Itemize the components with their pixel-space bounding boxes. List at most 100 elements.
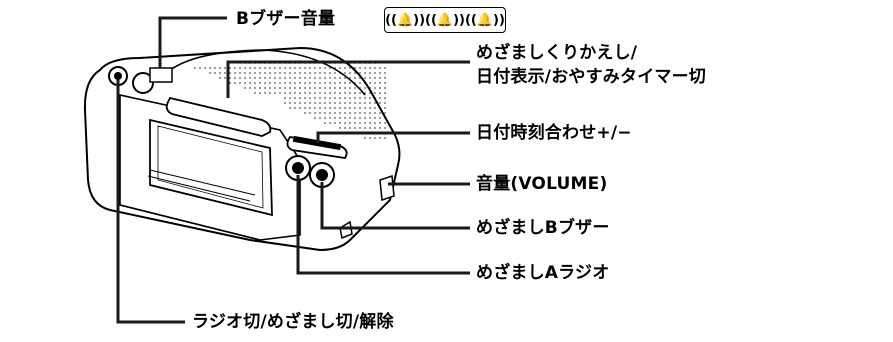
- grille-dot: [294, 72, 296, 74]
- snooze-bar[interactable]: [165, 96, 272, 137]
- grille-dot: [359, 72, 361, 74]
- grille-dot: [309, 107, 311, 109]
- grille-dot: [279, 67, 281, 69]
- grille-dot: [374, 137, 376, 139]
- grille-dot: [274, 67, 276, 69]
- grille-dot: [374, 117, 376, 119]
- device-front-panel: [119, 94, 301, 241]
- grille-dot: [384, 92, 386, 94]
- leader-lines: [116, 16, 470, 324]
- grille-dot: [289, 107, 291, 109]
- leader-alarm-a: [296, 175, 470, 275]
- grille-dot: [369, 82, 371, 84]
- grille-dot: [374, 127, 376, 129]
- grille-dot: [339, 112, 341, 114]
- grille-dot: [309, 82, 311, 84]
- grille-dot: [334, 122, 336, 124]
- grille-dot: [334, 97, 336, 99]
- grille-dot: [234, 67, 236, 69]
- grille-dot: [349, 127, 351, 129]
- grille-dot: [299, 82, 301, 84]
- label-b-buzzer-volume: Bブザー音量: [236, 9, 336, 29]
- grille-dot: [374, 67, 376, 69]
- grille-dot: [364, 87, 366, 89]
- grille-dot: [339, 82, 341, 84]
- leader-b-buzzer-volume: [158, 16, 227, 68]
- grille-dot: [359, 107, 361, 109]
- grille-dot: [274, 87, 276, 89]
- b-buzzer-volume-switch[interactable]: [149, 67, 173, 83]
- grille-dot: [339, 92, 341, 94]
- grille-dot: [319, 117, 321, 119]
- grille-dot: [274, 72, 276, 74]
- grille-dot: [324, 102, 326, 104]
- grille-dot: [259, 92, 261, 94]
- grille-dot: [379, 67, 381, 69]
- grille-dot: [254, 82, 256, 84]
- grille-dot: [344, 72, 346, 74]
- grille-dot: [329, 117, 331, 119]
- display-window: [149, 118, 273, 217]
- grille-dot: [379, 97, 381, 99]
- grille-dot: [319, 77, 321, 79]
- grille-dot: [339, 122, 341, 124]
- grille-dot: [349, 122, 351, 124]
- grille-dot: [359, 82, 361, 84]
- grille-dot: [319, 97, 321, 99]
- grille-dot: [384, 97, 386, 99]
- grille-dot: [244, 77, 246, 79]
- grille-dot: [379, 92, 381, 94]
- grille-dot: [249, 72, 251, 74]
- grille-dot: [364, 72, 366, 74]
- grille-dot: [349, 117, 351, 119]
- grille-dot: [284, 67, 286, 69]
- grille-dot: [244, 87, 246, 89]
- grille-dot: [334, 82, 336, 84]
- grille-dot: [329, 82, 331, 84]
- grille-dot: [359, 67, 361, 69]
- grille-dot: [324, 117, 326, 119]
- grille-dot: [369, 97, 371, 99]
- grille-dot: [314, 82, 316, 84]
- grille-dot: [299, 77, 301, 79]
- grille-dot: [344, 92, 346, 94]
- b-buzzer-volume-knob[interactable]: [132, 72, 154, 94]
- device-body: [83, 46, 401, 252]
- grille-dot: [239, 82, 241, 84]
- grille-dot: [384, 82, 386, 84]
- grille-dot: [214, 67, 216, 69]
- grille-dot: [364, 137, 366, 139]
- grille-dot: [324, 122, 326, 124]
- grille-dot: [319, 87, 321, 89]
- grille-dot: [319, 102, 321, 104]
- grille-dot: [234, 82, 236, 84]
- grille-dot: [369, 127, 371, 129]
- grille-dot: [259, 82, 261, 84]
- grille-dot: [289, 97, 291, 99]
- grille-dot: [319, 82, 321, 84]
- grille-dot: [314, 87, 316, 89]
- grille-dot: [329, 122, 331, 124]
- grille-dot: [334, 117, 336, 119]
- volume-wheel[interactable]: [379, 174, 395, 202]
- grille-dot: [364, 122, 366, 124]
- grille-dot: [354, 97, 356, 99]
- grille-dot: [329, 102, 331, 104]
- grille-dot: [374, 72, 376, 74]
- grille-dot: [354, 92, 356, 94]
- grille-dot: [289, 87, 291, 89]
- grille-dot: [259, 72, 261, 74]
- grille-dot: [264, 67, 266, 69]
- grille-dot: [279, 72, 281, 74]
- grille-dot: [329, 77, 331, 79]
- grille-dot: [314, 67, 316, 69]
- grille-dot: [359, 102, 361, 104]
- grille-dot: [369, 122, 371, 124]
- grille-dot: [314, 97, 316, 99]
- grille-dot: [379, 117, 381, 119]
- grille-dot: [299, 97, 301, 99]
- grille-dot: [314, 117, 316, 119]
- grille-dot: [309, 112, 311, 114]
- grille-dot: [374, 122, 376, 124]
- grille-dot: [334, 72, 336, 74]
